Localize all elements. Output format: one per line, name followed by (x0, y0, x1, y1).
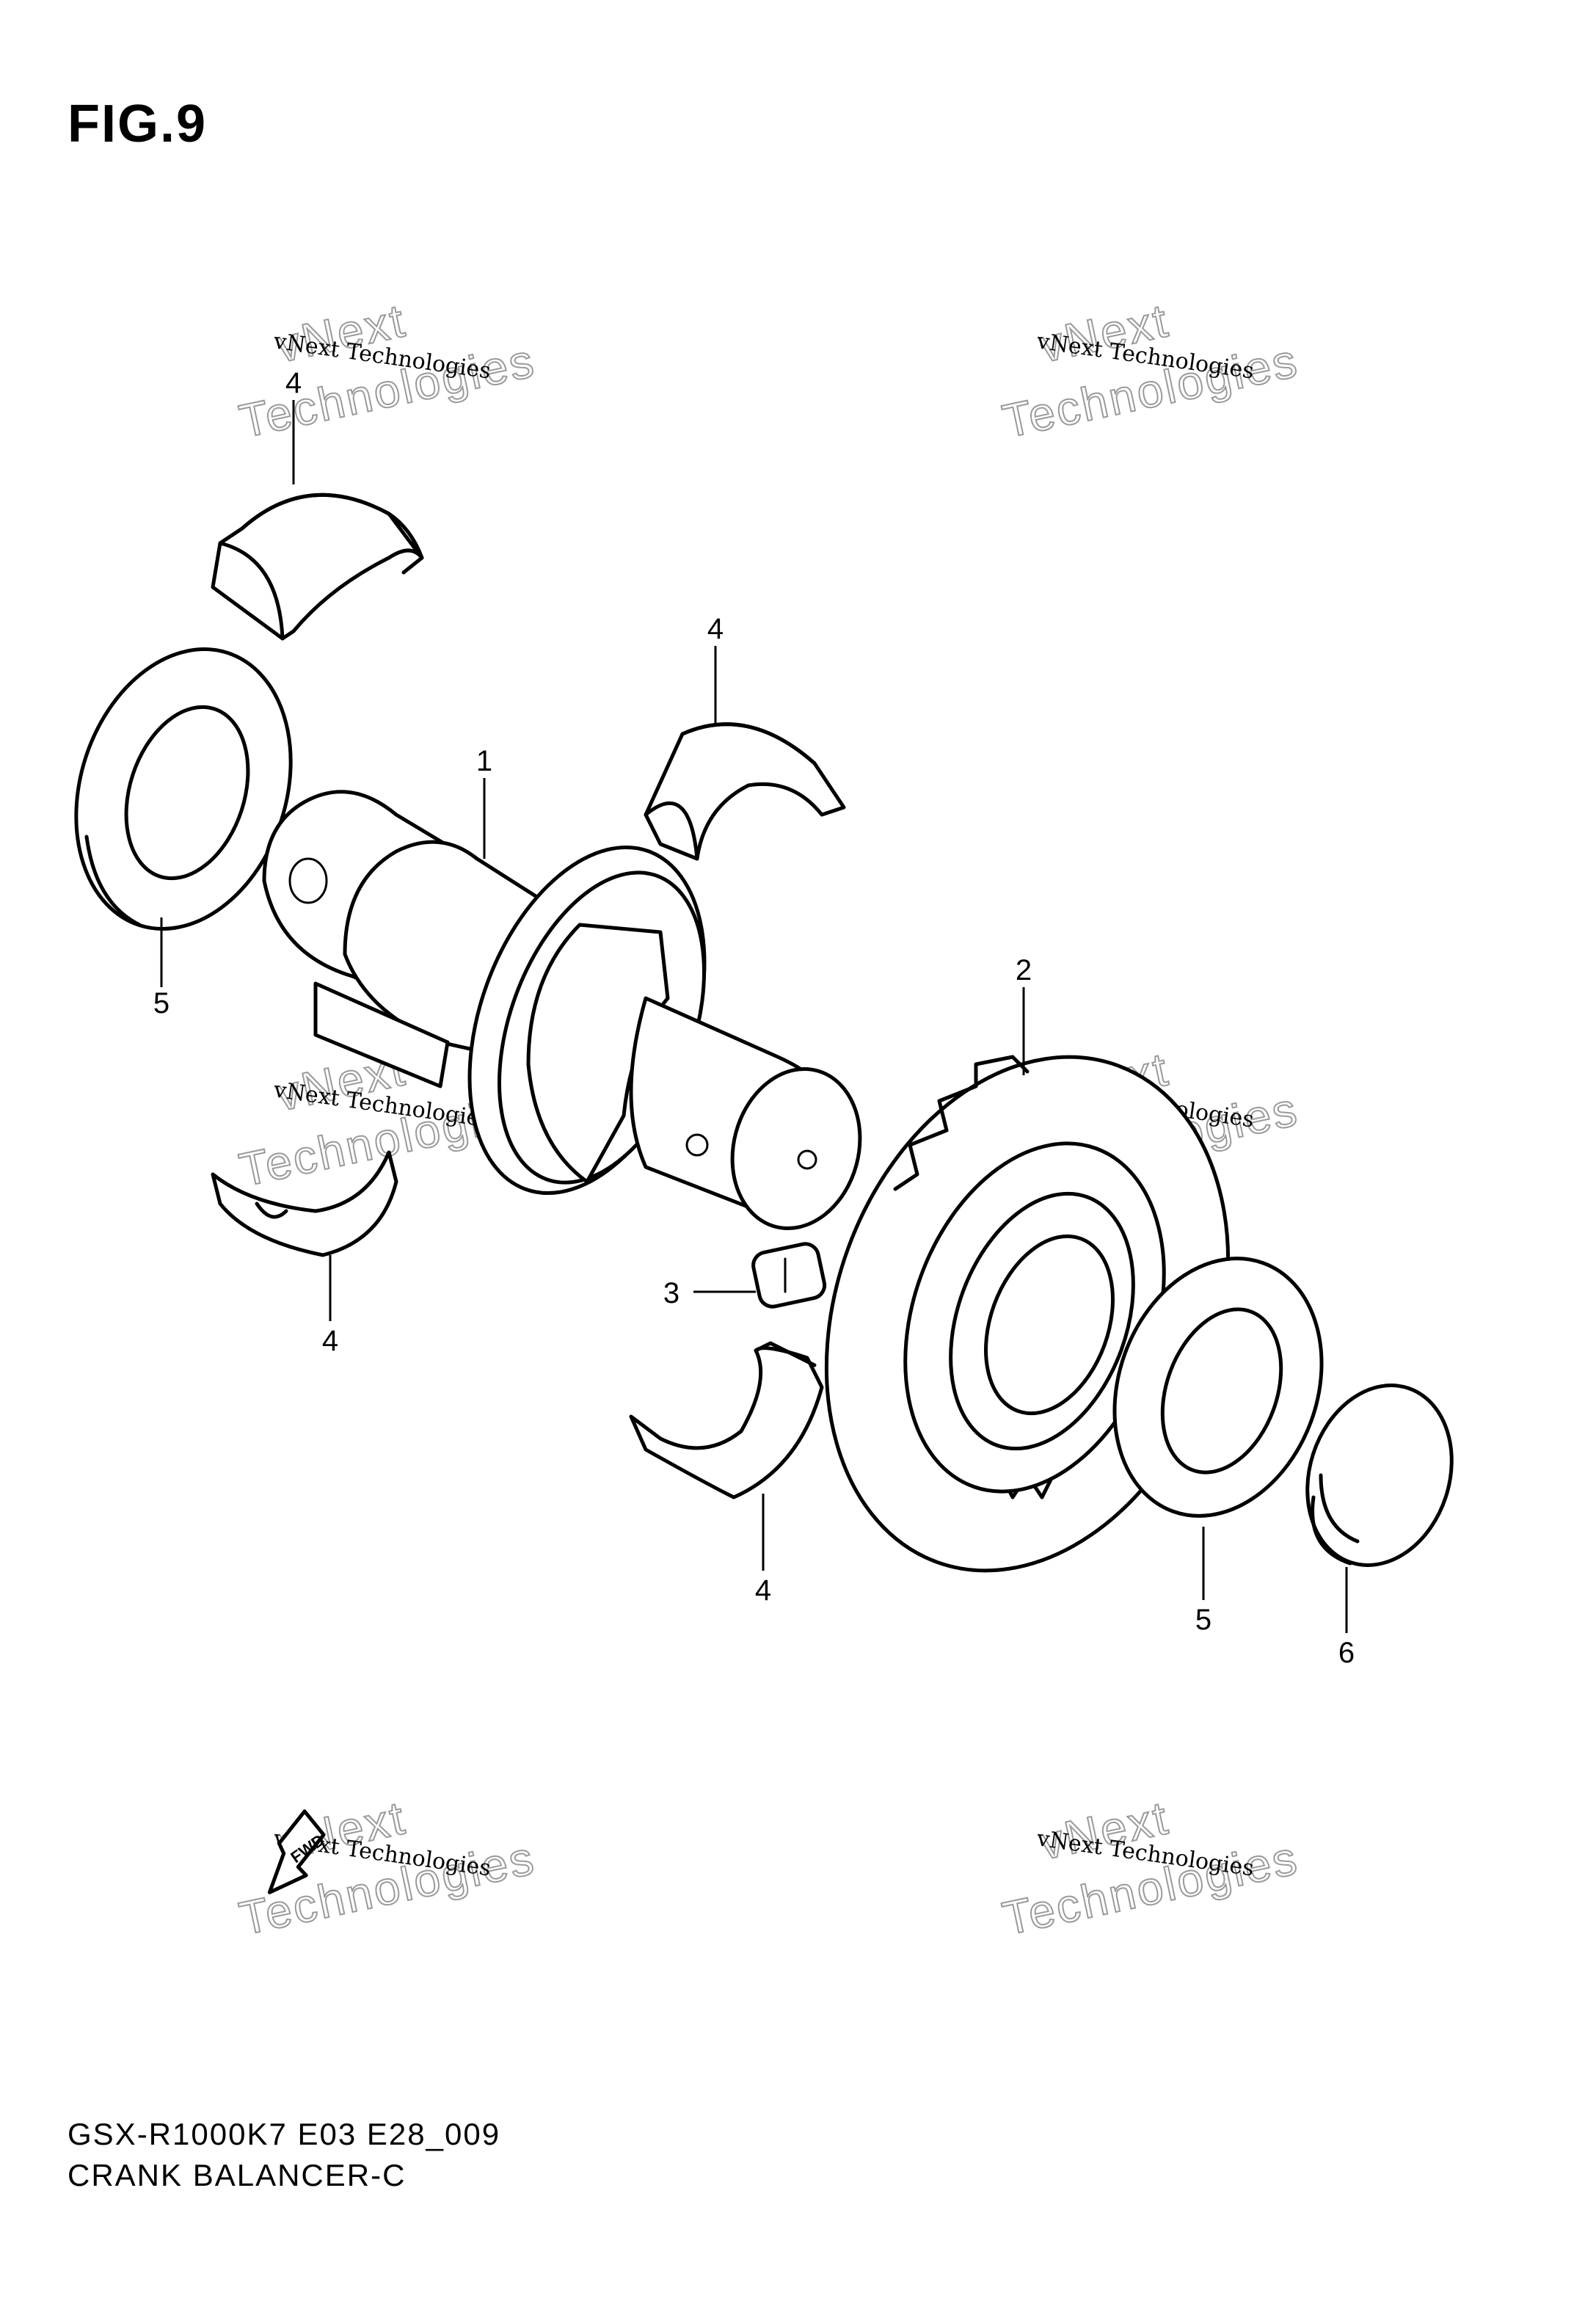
bearing-shell-mid-left (211, 1150, 398, 1257)
callout-shaft: 1 (476, 745, 492, 777)
watermark-bottom-right: vNext Technologies vNext Technologies (997, 1790, 1304, 1946)
woodruff-key (751, 1242, 827, 1309)
callout-washer-left: 5 (153, 987, 170, 1019)
callout-key: 3 (663, 1277, 679, 1309)
callout-bearing-mid-left: 4 (322, 1325, 338, 1357)
bearing-shell-top-left (211, 492, 424, 641)
watermark-bottom-left: vNext Technologies vNext Technologies (234, 1790, 541, 1946)
thrust-washer-right (1112, 1257, 1324, 1518)
thrust-washer-left (74, 647, 293, 931)
bearing-shell-top-right (644, 722, 846, 861)
watermark-top-right: vNext Technologies vNext Technologies (997, 293, 1304, 448)
callout-bearing-top-right: 4 (707, 613, 724, 645)
leader-lines (160, 400, 1348, 1633)
diagram-footer: GSX-R1000K7 E03 E28_009 CRANK BALANCER-C (68, 2114, 500, 2196)
model-code: GSX-R1000K7 E03 E28_009 (68, 2117, 501, 2151)
end-cap (1305, 1384, 1454, 1567)
watermark-top-left: vNext Technologies vNext Technologies (234, 293, 541, 448)
callout-labels: 4 4 1 2 5 4 3 4 5 6 (153, 367, 1355, 1669)
callout-cap: 6 (1338, 1637, 1355, 1669)
callout-bearing-top-left: 4 (285, 367, 302, 399)
balancer-shaft (262, 790, 862, 1231)
figure-title: FIG.9 (68, 95, 208, 153)
section-title: CRANK BALANCER-C (68, 2158, 407, 2192)
callout-gear: 2 (1016, 954, 1032, 986)
forward-direction-marker: FWD (267, 1809, 328, 1894)
bearing-shell-bottom-center (629, 1341, 824, 1499)
callout-washer-right: 5 (1195, 1604, 1211, 1636)
callout-bearing-bottom-center: 4 (755, 1574, 771, 1607)
